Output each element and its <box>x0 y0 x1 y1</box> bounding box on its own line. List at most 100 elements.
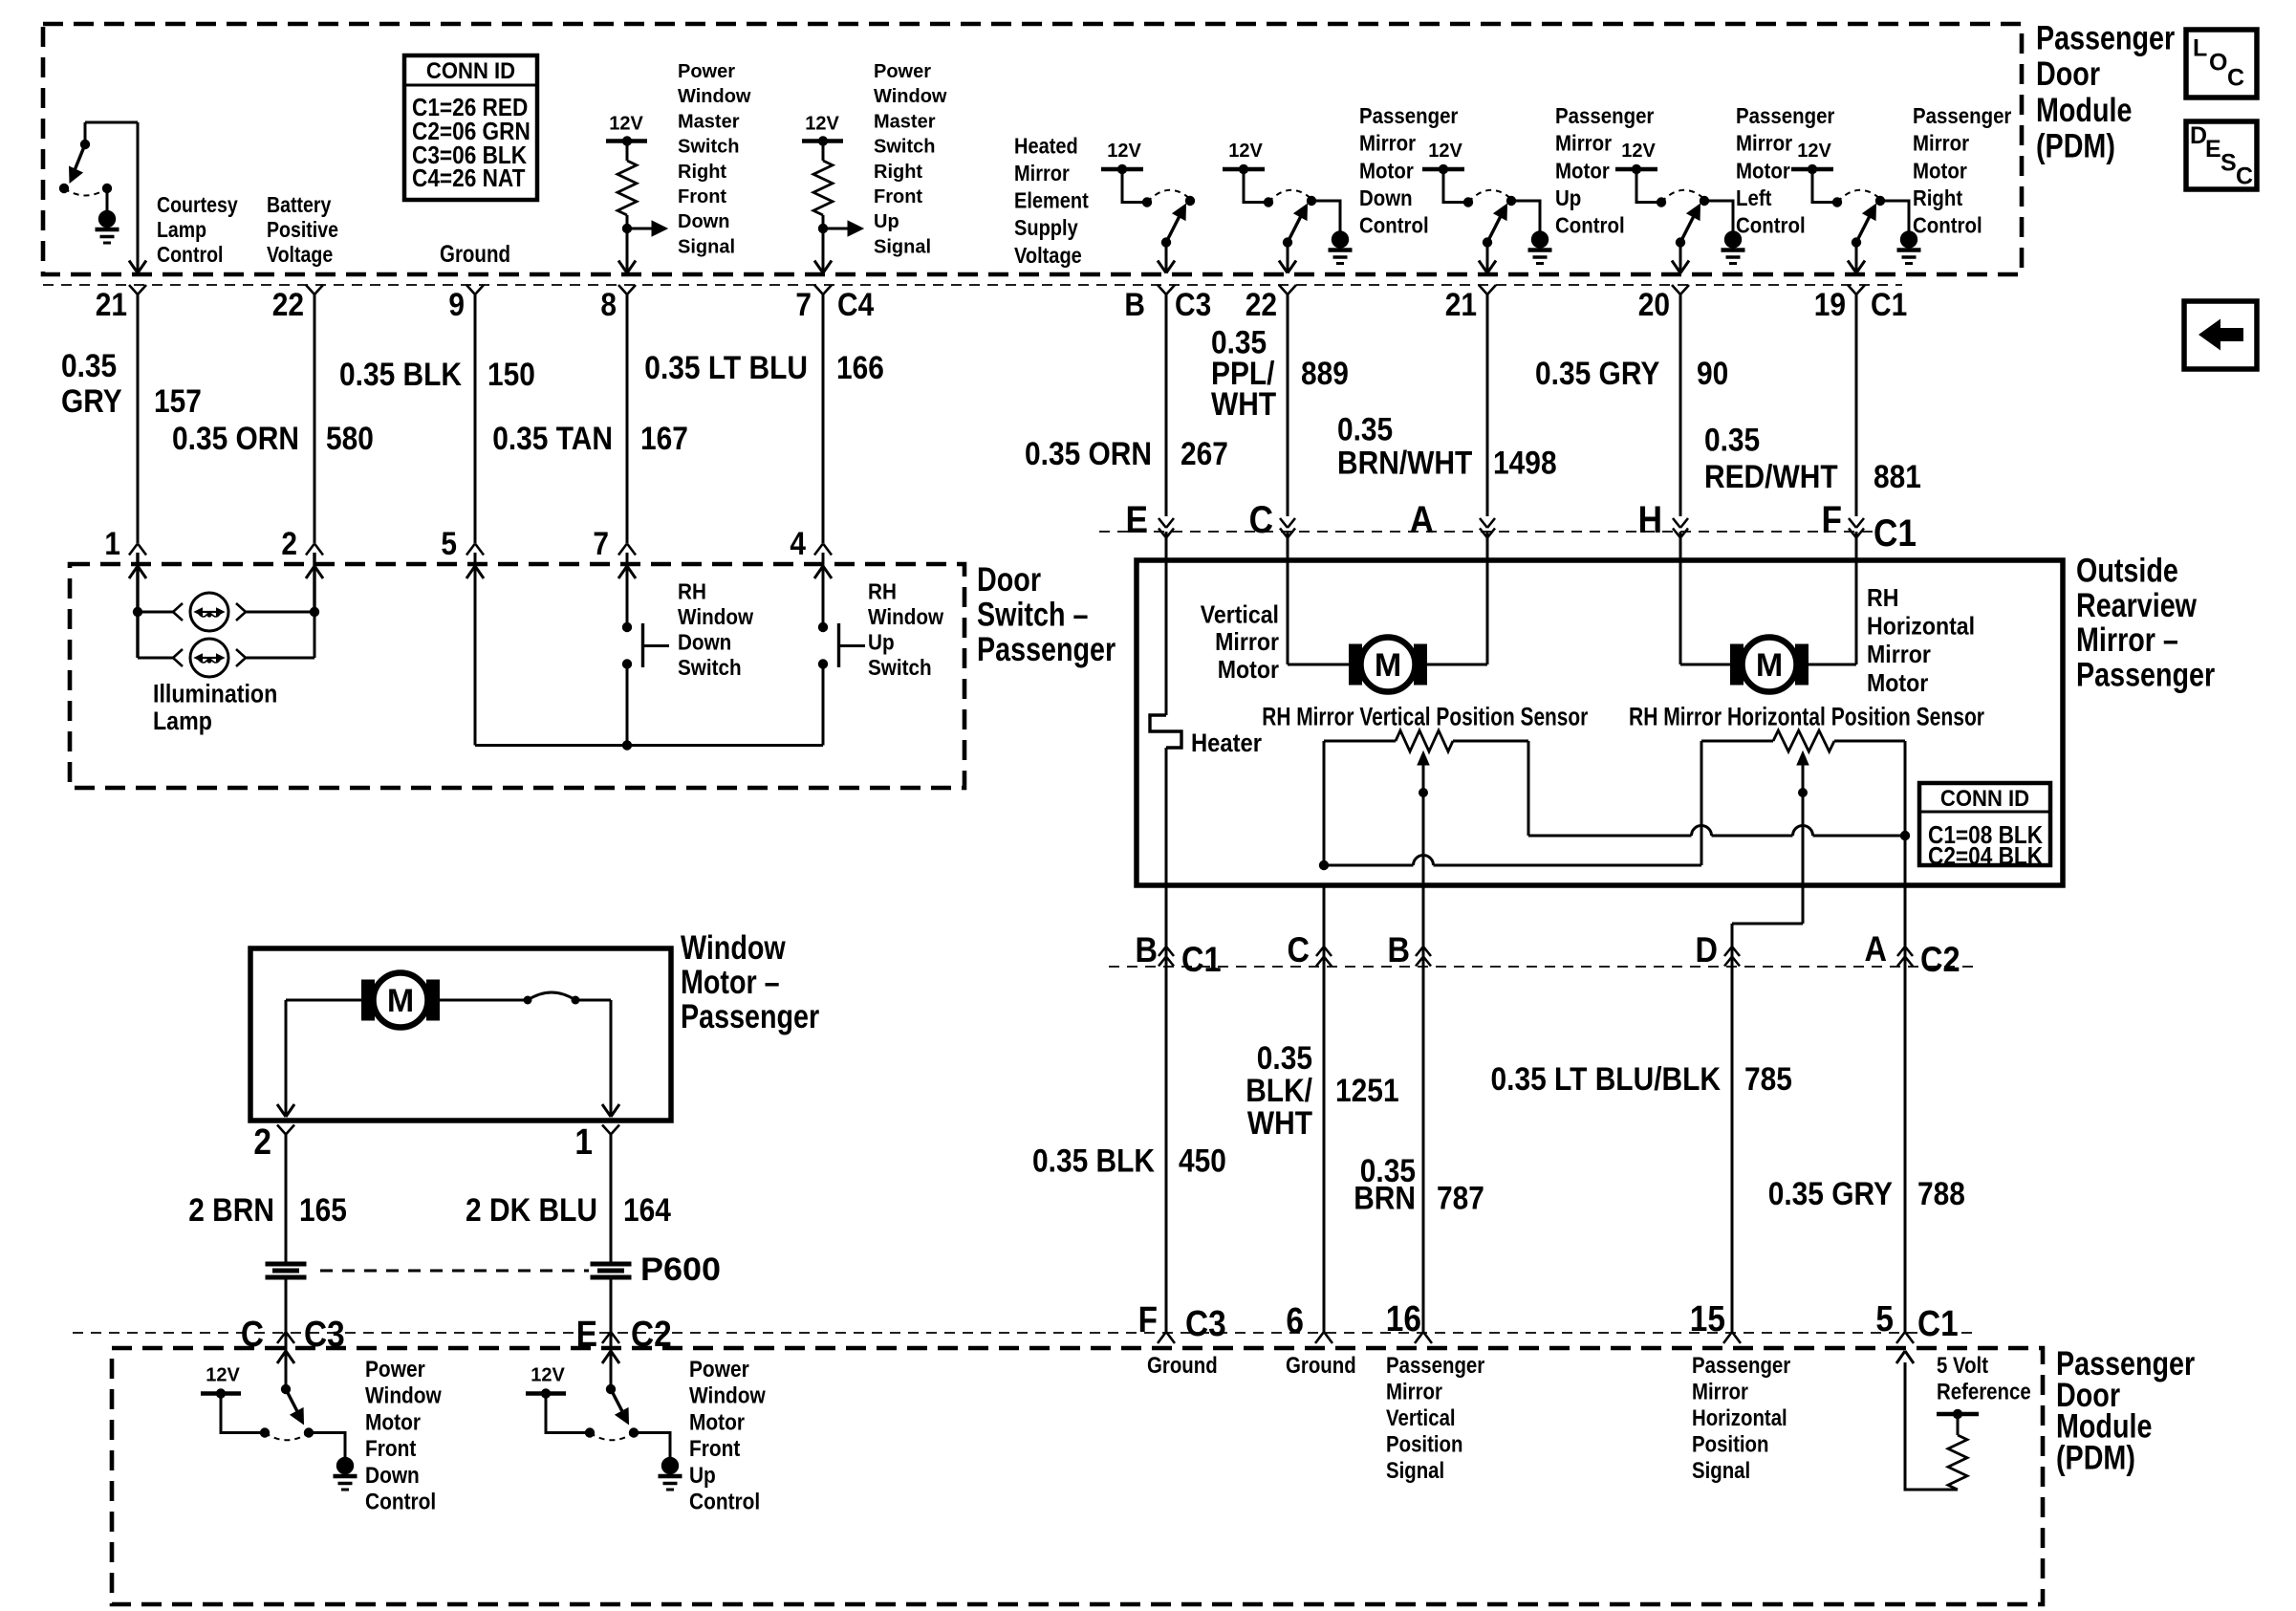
svg-text:Power: Power <box>874 61 931 82</box>
svg-text:787: 787 <box>1437 1181 1484 1217</box>
svg-text:0.35 ORN: 0.35 ORN <box>172 421 299 457</box>
svg-text:20: 20 <box>1638 287 1670 323</box>
svg-text:Control: Control <box>1555 213 1625 238</box>
svg-text:Lamp: Lamp <box>157 217 206 242</box>
svg-text:580: 580 <box>326 421 374 457</box>
svg-text:Heated: Heated <box>1014 133 1078 158</box>
svg-text:5: 5 <box>1875 1299 1894 1339</box>
svg-text:Ground: Ground <box>1147 1353 1218 1379</box>
svg-text:Power: Power <box>678 61 735 82</box>
svg-text:(PDM): (PDM) <box>2056 1439 2135 1476</box>
svg-text:Switch –: Switch – <box>977 597 1088 634</box>
svg-text:Ground: Ground <box>1286 1353 1356 1379</box>
svg-text:Control: Control <box>1913 213 1982 238</box>
svg-text:RH: RH <box>1867 583 1898 612</box>
svg-text:C1: C1 <box>1874 512 1917 555</box>
svg-text:12V: 12V <box>1428 141 1462 162</box>
svg-text:Switch: Switch <box>678 137 739 158</box>
svg-text:22: 22 <box>1245 287 1277 323</box>
svg-text:Mirror: Mirror <box>1736 131 1792 156</box>
svg-text:Left: Left <box>1736 185 1772 210</box>
svg-text:Motor: Motor <box>1913 158 1967 183</box>
svg-text:Door: Door <box>977 561 1041 599</box>
svg-text:0.35: 0.35 <box>1360 1153 1416 1189</box>
svg-text:Mirror: Mirror <box>1014 161 1070 185</box>
svg-text:Ground: Ground <box>440 241 510 268</box>
svg-text:Signal: Signal <box>1386 1458 1444 1484</box>
svg-text:Control: Control <box>157 242 224 267</box>
svg-text:Door: Door <box>2056 1377 2120 1414</box>
svg-text:Motor –: Motor – <box>681 964 780 1001</box>
svg-text:Horizontal: Horizontal <box>1692 1405 1787 1431</box>
svg-text:Front: Front <box>689 1436 740 1462</box>
svg-text:Up: Up <box>689 1463 716 1489</box>
svg-text:Lamp: Lamp <box>153 707 212 735</box>
svg-text:21: 21 <box>1445 287 1477 323</box>
svg-text:7: 7 <box>795 287 812 323</box>
svg-text:Mirror: Mirror <box>1692 1380 1748 1405</box>
svg-text:0.35 BLK: 0.35 BLK <box>1032 1143 1155 1180</box>
svg-text:Passenger: Passenger <box>1359 103 1458 128</box>
svg-text:Control: Control <box>365 1490 436 1515</box>
svg-text:Master: Master <box>678 111 740 132</box>
svg-text:889: 889 <box>1301 356 1349 392</box>
svg-text:0.35 GRY: 0.35 GRY <box>1768 1176 1894 1212</box>
svg-text:Front: Front <box>678 186 726 207</box>
svg-text:Motor: Motor <box>689 1409 745 1435</box>
svg-text:P600: P600 <box>640 1252 721 1288</box>
svg-text:Passenger: Passenger <box>1913 103 2011 128</box>
svg-text:M: M <box>1375 647 1401 684</box>
svg-text:Battery: Battery <box>267 192 332 217</box>
svg-text:Control: Control <box>689 1490 760 1515</box>
svg-text:Motor: Motor <box>1555 158 1610 183</box>
svg-text:788: 788 <box>1917 1176 1965 1212</box>
svg-text:C: C <box>1288 930 1310 969</box>
svg-text:12V: 12V <box>609 114 643 135</box>
svg-text:Passenger: Passenger <box>2076 656 2216 693</box>
svg-text:Down: Down <box>678 630 731 655</box>
svg-text:Motor: Motor <box>1218 655 1279 684</box>
svg-text:Mirror: Mirror <box>1386 1380 1442 1405</box>
svg-text:Passenger: Passenger <box>1692 1353 1790 1379</box>
svg-text:WHT: WHT <box>1211 386 1276 423</box>
svg-text:(PDM): (PDM) <box>2036 128 2115 165</box>
svg-text:1251: 1251 <box>1335 1073 1399 1109</box>
svg-text:Down: Down <box>1359 185 1413 210</box>
svg-text:785: 785 <box>1744 1061 1792 1098</box>
svg-text:12V: 12V <box>1797 141 1831 162</box>
svg-text:450: 450 <box>1179 1143 1226 1180</box>
svg-text:Motor: Motor <box>1867 668 1928 697</box>
svg-text:0.35: 0.35 <box>1704 423 1760 459</box>
svg-text:12V: 12V <box>206 1365 240 1386</box>
svg-text:Passenger: Passenger <box>2036 20 2176 57</box>
svg-text:Control: Control <box>1736 213 1806 238</box>
svg-text:Passenger: Passenger <box>977 631 1116 668</box>
svg-text:S: S <box>2220 150 2237 177</box>
svg-text:165: 165 <box>299 1192 347 1229</box>
svg-text:Motor: Motor <box>365 1409 421 1435</box>
svg-text:M: M <box>1756 647 1783 684</box>
svg-text:C3: C3 <box>1175 287 1211 323</box>
svg-text:C2=04 BLK: C2=04 BLK <box>1928 841 2043 870</box>
svg-text:1498: 1498 <box>1493 445 1557 481</box>
svg-text:Reference: Reference <box>1937 1380 2031 1405</box>
svg-text:Signal: Signal <box>1692 1458 1750 1484</box>
svg-text:16: 16 <box>1386 1299 1421 1339</box>
svg-text:C: C <box>2236 163 2253 190</box>
svg-text:Module: Module <box>2036 92 2132 129</box>
svg-text:Window: Window <box>678 86 751 107</box>
svg-text:Passenger: Passenger <box>681 998 820 1035</box>
svg-text:Passenger: Passenger <box>1555 103 1654 128</box>
svg-text:Down: Down <box>365 1463 420 1489</box>
svg-text:C1=08 BLK: C1=08 BLK <box>1928 820 2043 849</box>
svg-text:4: 4 <box>790 526 806 562</box>
svg-text:8: 8 <box>600 287 617 323</box>
svg-text:Positive: Positive <box>267 217 338 242</box>
svg-text:Supply: Supply <box>1014 215 1078 240</box>
svg-text:C1: C1 <box>1871 287 1907 323</box>
svg-text:D: D <box>1696 930 1719 969</box>
svg-text:12V: 12V <box>1621 141 1656 162</box>
svg-text:19: 19 <box>1814 287 1846 323</box>
svg-text:2: 2 <box>253 1122 271 1163</box>
svg-text:F: F <box>1138 1300 1158 1340</box>
